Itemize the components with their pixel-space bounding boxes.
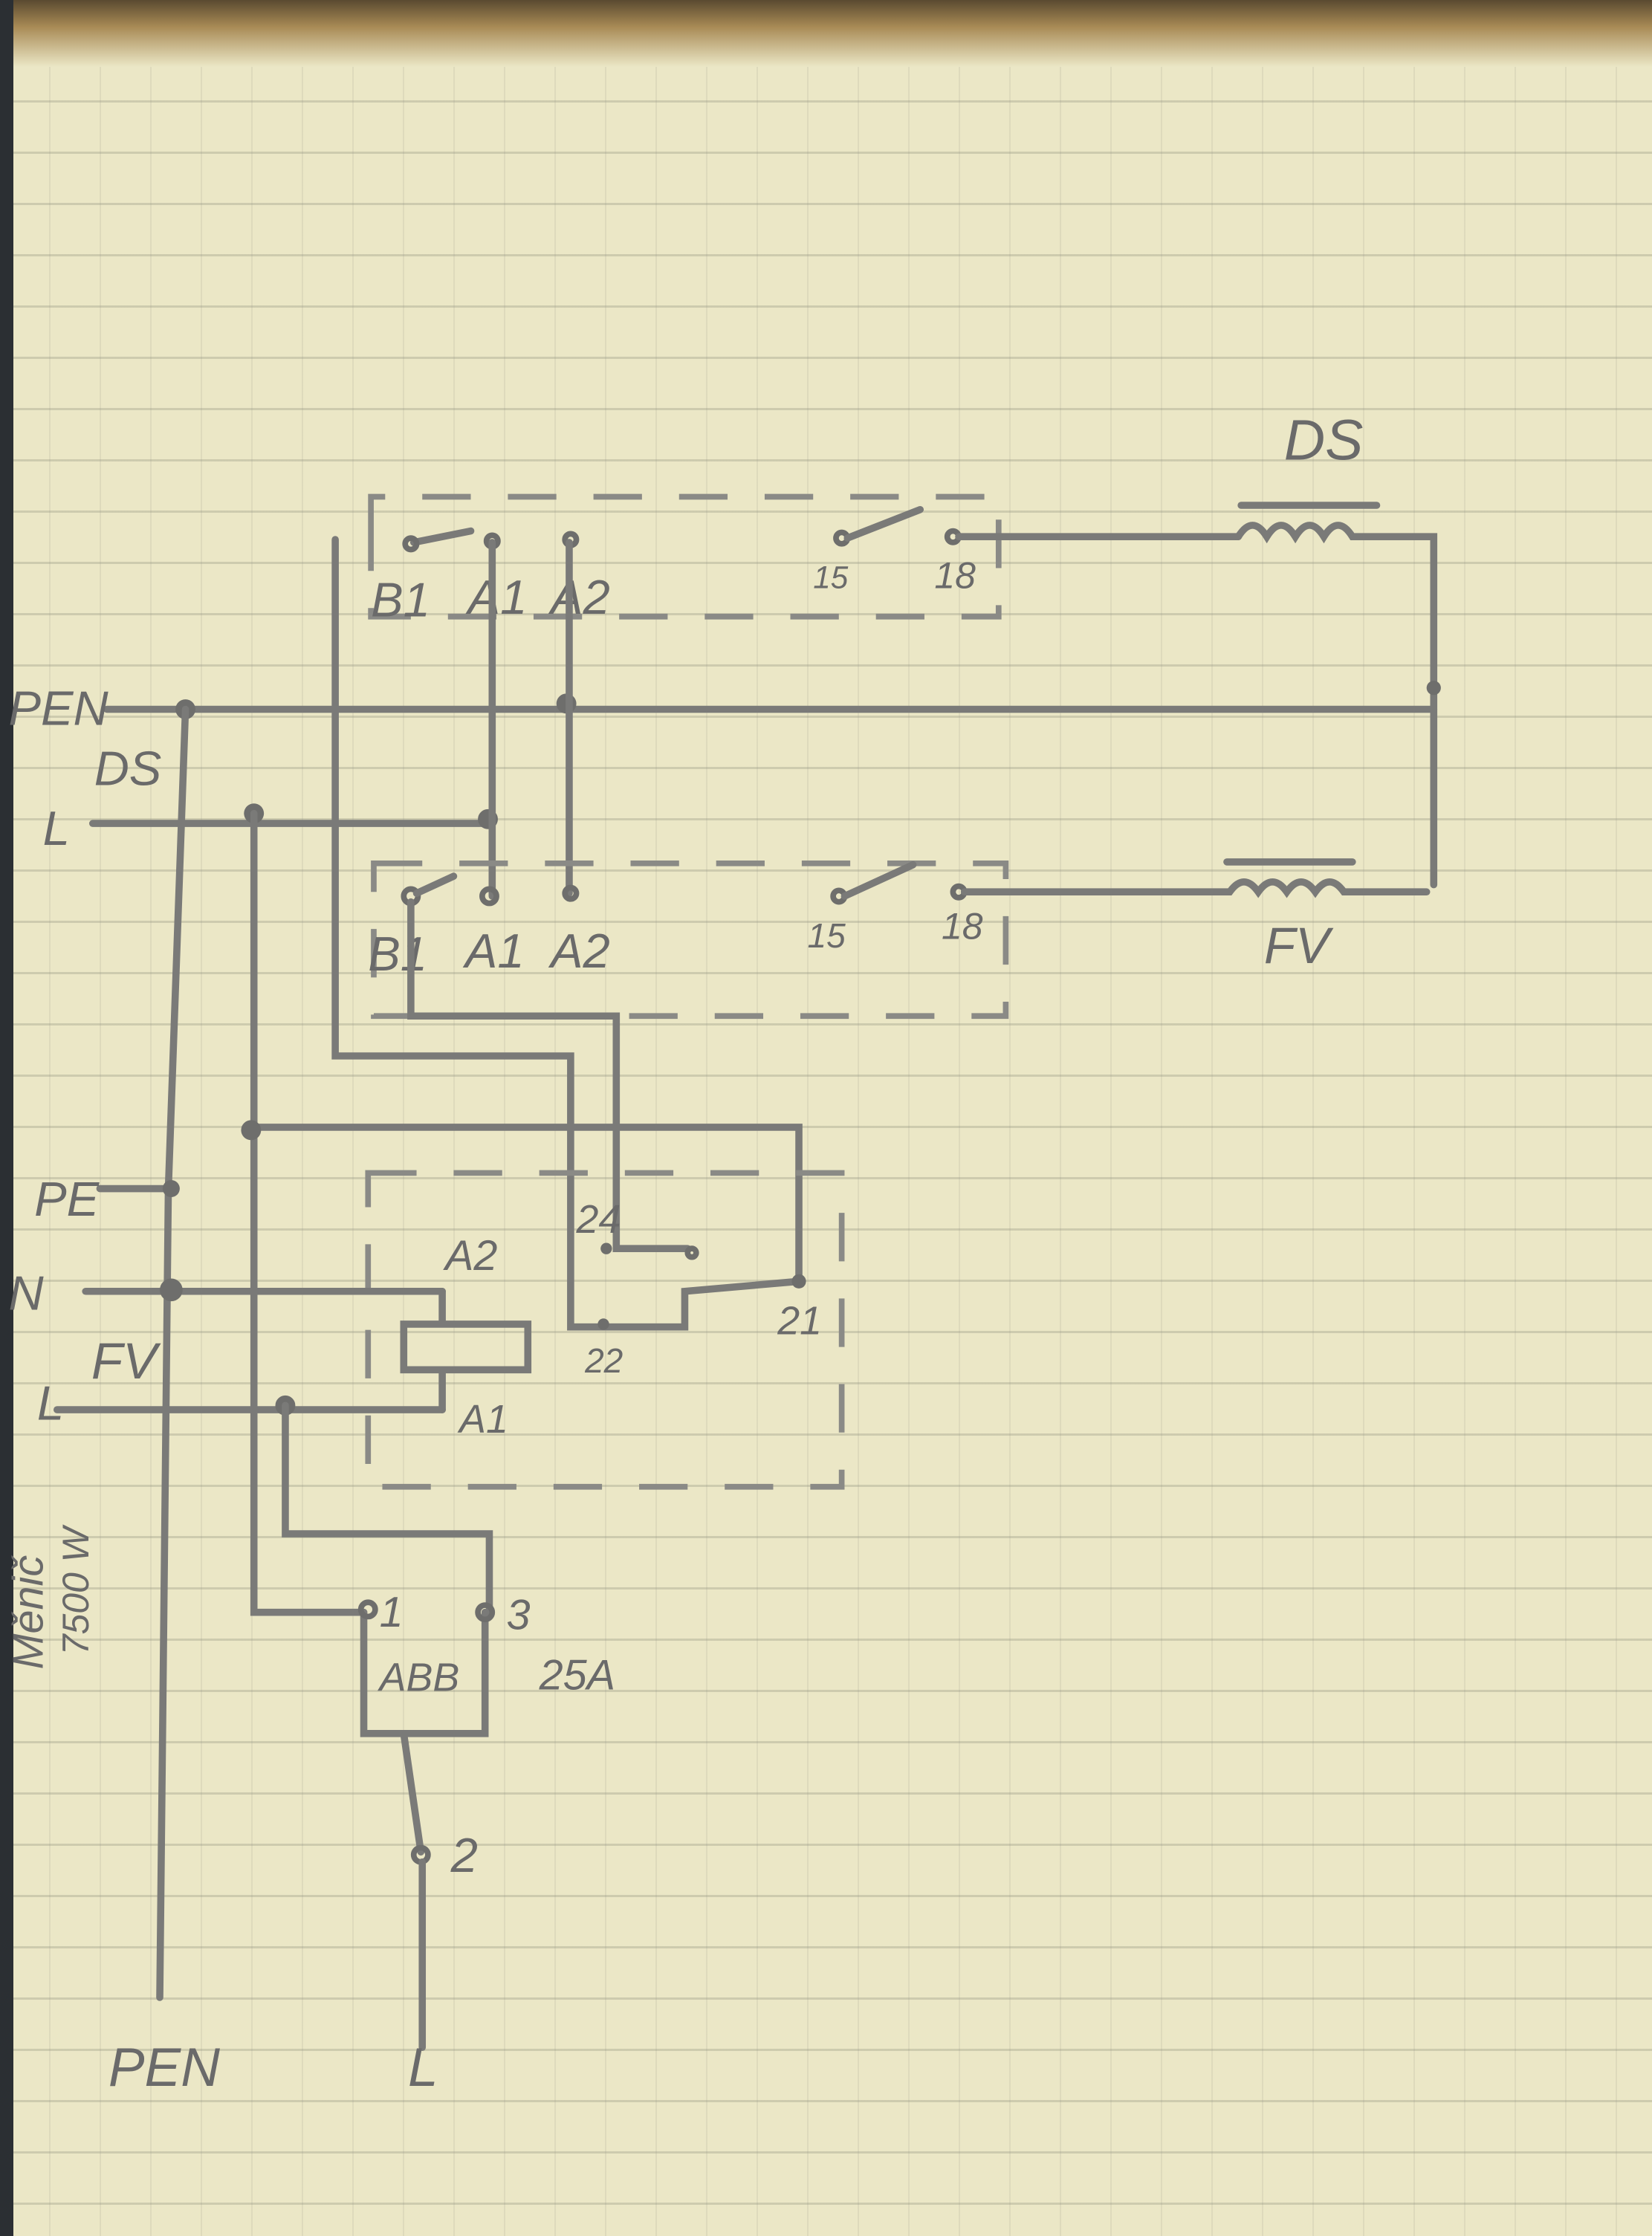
- relay-21-label: 21: [777, 1298, 822, 1343]
- pe-label: PE: [34, 1172, 100, 1226]
- l-mid-label: L: [37, 1376, 64, 1430]
- relay-22-label: 22: [584, 1341, 623, 1380]
- ds-coil: DS: [955, 409, 1438, 889]
- torn-top-edge: [0, 0, 1652, 67]
- fv-b1-label: B1: [368, 927, 427, 981]
- breaker-2-label: 2: [450, 1828, 478, 1882]
- ds-18-label: 18: [934, 554, 976, 596]
- fv-contactor: B1 A1 A2 15 18: [368, 860, 1009, 1020]
- fv-coil: FV: [960, 858, 1431, 974]
- breaker-3-label: 3: [506, 1592, 530, 1639]
- ds-b1-label: B1: [371, 573, 430, 627]
- pen-vertical: [156, 705, 190, 2001]
- pen-top-label: PEN: [9, 681, 109, 736]
- breaker-rating: 25A: [539, 1651, 615, 1699]
- ds-left-label: DS: [94, 741, 162, 795]
- breaker-1-label: 1: [380, 1589, 404, 1636]
- ds-contactor: B1 A1 A2 15 18: [368, 493, 1002, 627]
- breaker-brand: ABB: [378, 1655, 460, 1699]
- l-bottom-label: L: [408, 2038, 438, 2098]
- ds-a2-label: A2: [548, 570, 610, 624]
- fv-18-label: 18: [942, 906, 983, 947]
- fv-a2-label: A2: [548, 924, 610, 978]
- ds-coil-label: DS: [1284, 409, 1364, 473]
- relay-24-label: 24: [576, 1197, 621, 1242]
- n-label: N: [9, 1266, 45, 1320]
- l-top-label: L: [43, 801, 70, 855]
- left-background-edge: [0, 0, 13, 2236]
- ds-15-label: 15: [813, 560, 848, 594]
- pen-bottom-label: PEN: [108, 2038, 220, 2098]
- fv-15-label: 15: [808, 916, 846, 955]
- converter-label: Měnič: [5, 1555, 53, 1670]
- abb-breaker: ABB 25A 1 3 2: [357, 1589, 615, 2051]
- fv-left-label: FV: [91, 1332, 161, 1390]
- converter-note: Měnič 7500 W: [5, 1523, 97, 1669]
- ds-a1-label: A1: [465, 570, 528, 624]
- fv-relay: 24 22 21 A2 A1: [365, 1170, 845, 1490]
- relay-a2-label: A2: [443, 1232, 497, 1280]
- fv-a1-label: A1: [462, 924, 525, 978]
- fv-coil-label: FV: [1264, 916, 1334, 974]
- converter-power: 7500 W: [55, 1523, 97, 1655]
- relay-a1-label: A1: [457, 1397, 508, 1442]
